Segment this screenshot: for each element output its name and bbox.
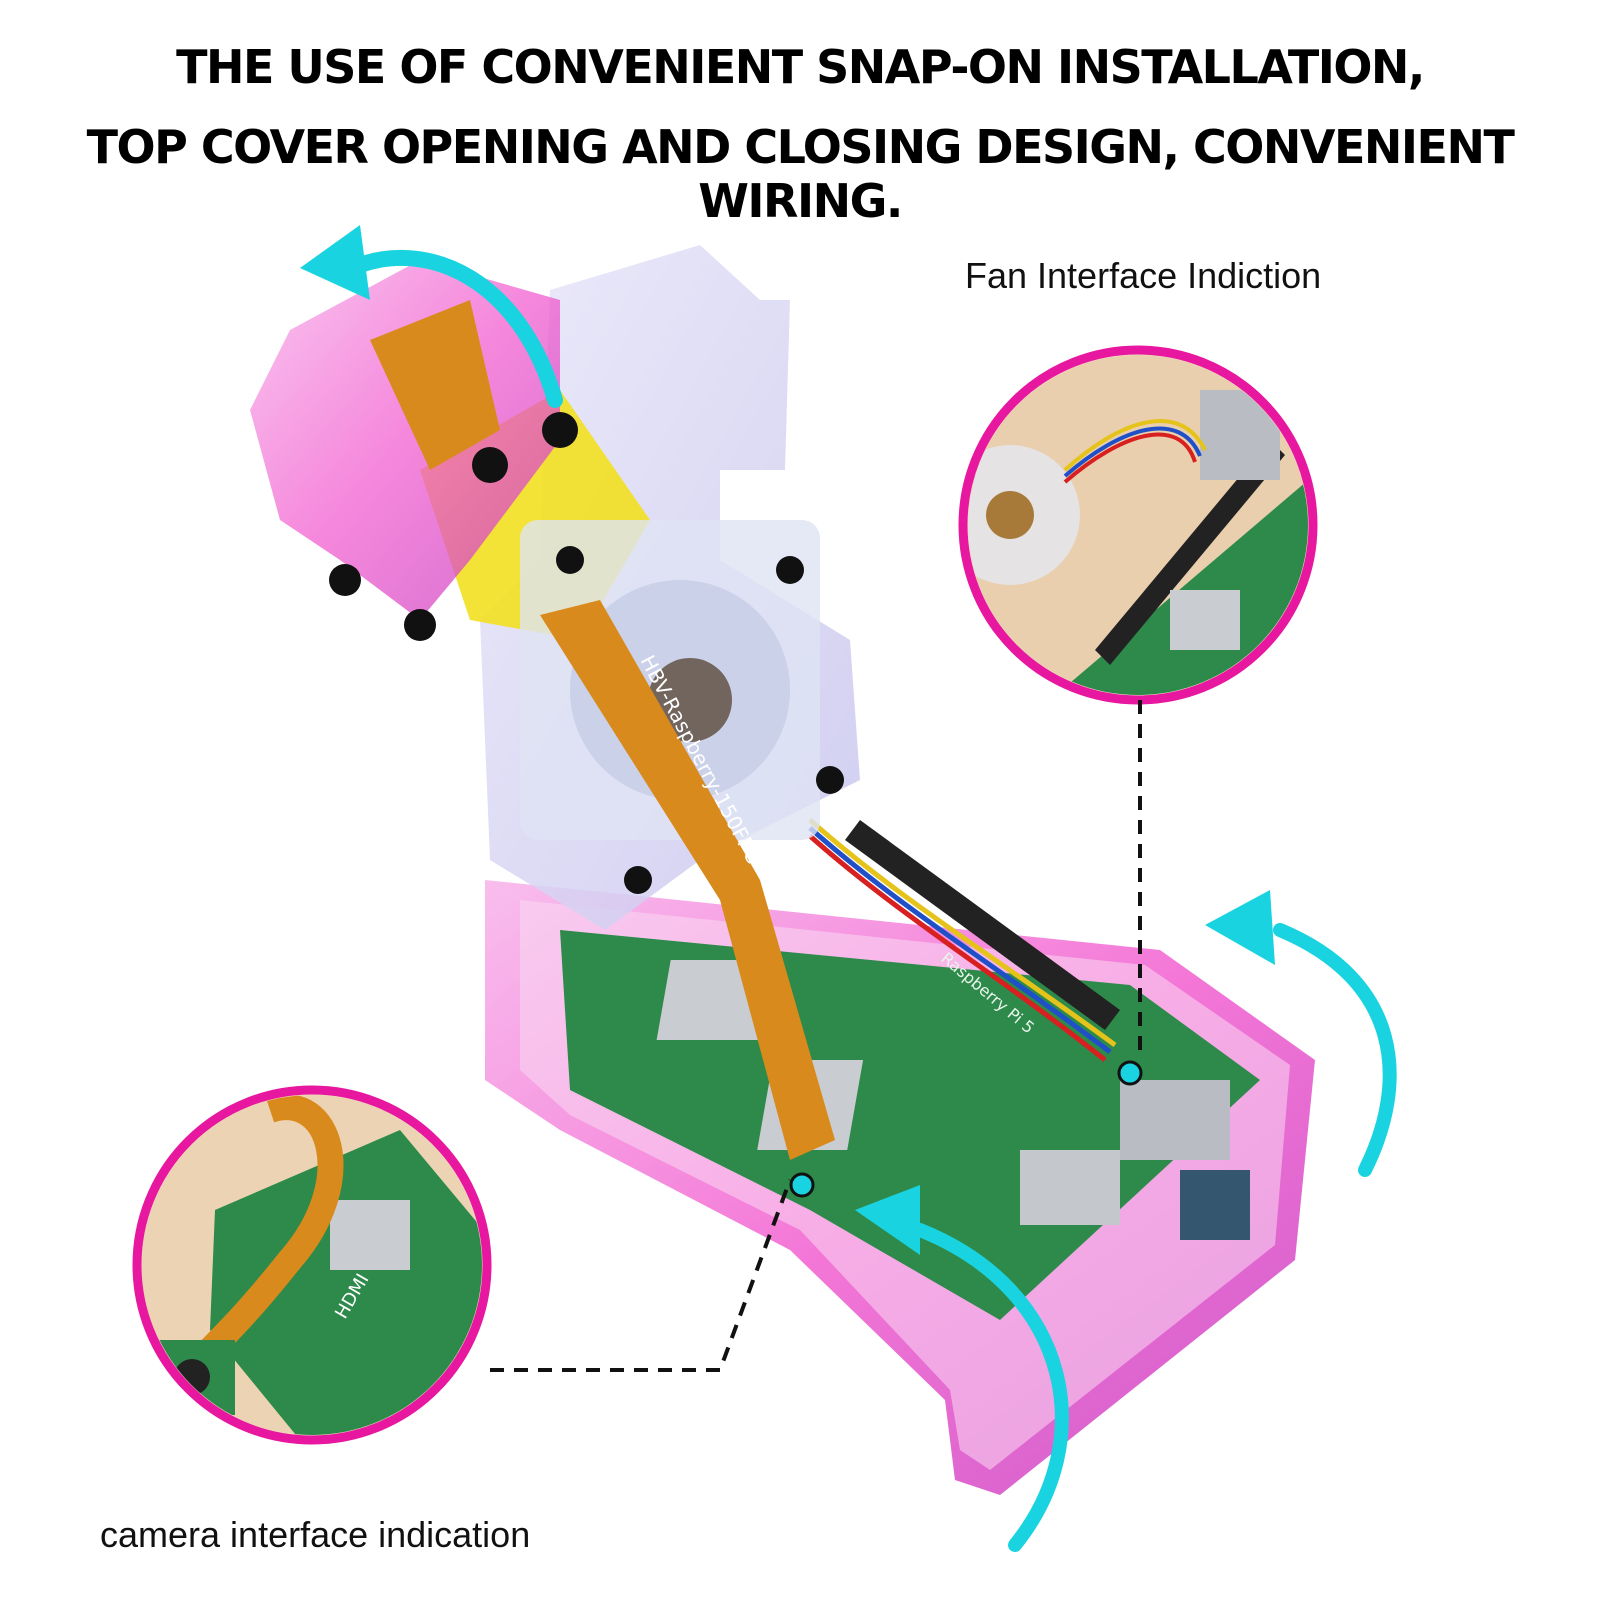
camera-interface-label: camera interface indication (100, 1514, 531, 1555)
usb-port-2 (1180, 1170, 1250, 1240)
camera-mount (250, 260, 578, 641)
connector-dot-icon (1117, 1060, 1143, 1086)
camera-leader-line (490, 1179, 792, 1372)
headline-line-1: THE USE OF CONVENIENT SNAP-ON INSTALLATI… (176, 40, 1425, 94)
gpio-header (845, 820, 1120, 1030)
rotate-arrow-icon (300, 225, 563, 408)
camera-interface-callout: HDMI (132, 1085, 492, 1445)
usb-port-1 (1020, 1150, 1120, 1225)
fan-interface-label: Fan Interface Indiction (965, 255, 1322, 296)
rotate-arrow-icon (1205, 890, 1397, 1177)
rotate-arrow-icon (855, 1185, 1069, 1552)
fan-interface-callout (958, 345, 1318, 705)
connector-dot-icon (789, 1172, 815, 1198)
headline-line-2: TOP COVER OPENING AND CLOSING DESIGN, CO… (86, 120, 1515, 228)
top-cover-open (420, 245, 860, 930)
ethernet-port (1120, 1080, 1230, 1160)
case-body (485, 818, 1315, 1495)
